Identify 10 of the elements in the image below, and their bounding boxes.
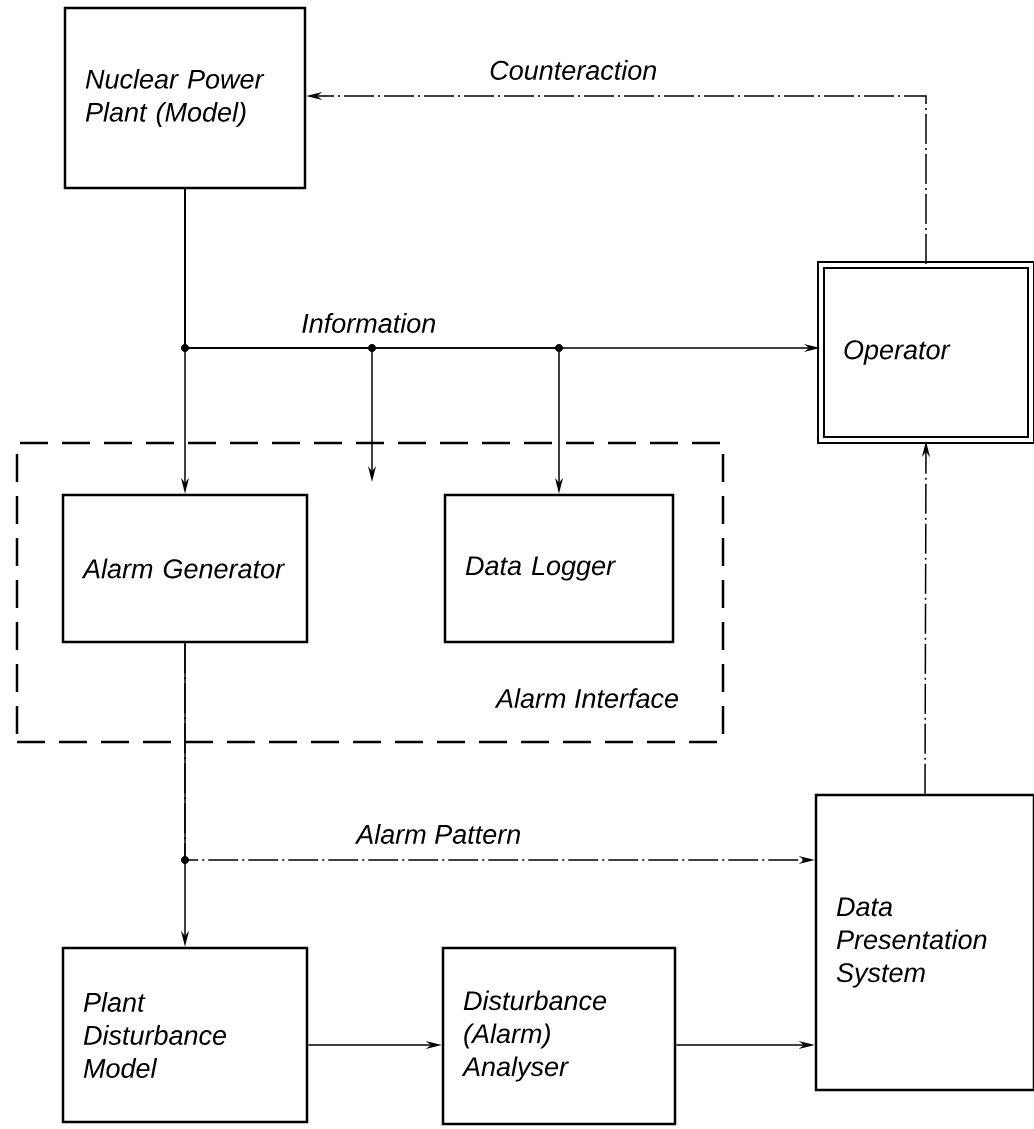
process-box: Disturbance (Alarm) Analyser [441,946,677,1126]
process-box: Nuclear Power Plant (Model) [63,6,307,190]
process-box: Data Presentation System [814,793,1034,1092]
edge-label: Alarm Pattern [354,824,520,844]
process-box: Plant Disturbance Model [61,946,309,1124]
edge-label: Counteraction [490,60,657,80]
double-border-box: Operator [817,261,1034,444]
process-box: Alarm Generator [61,493,309,644]
process-box: Data Logger [443,493,675,644]
edge-label: Information [302,313,436,333]
